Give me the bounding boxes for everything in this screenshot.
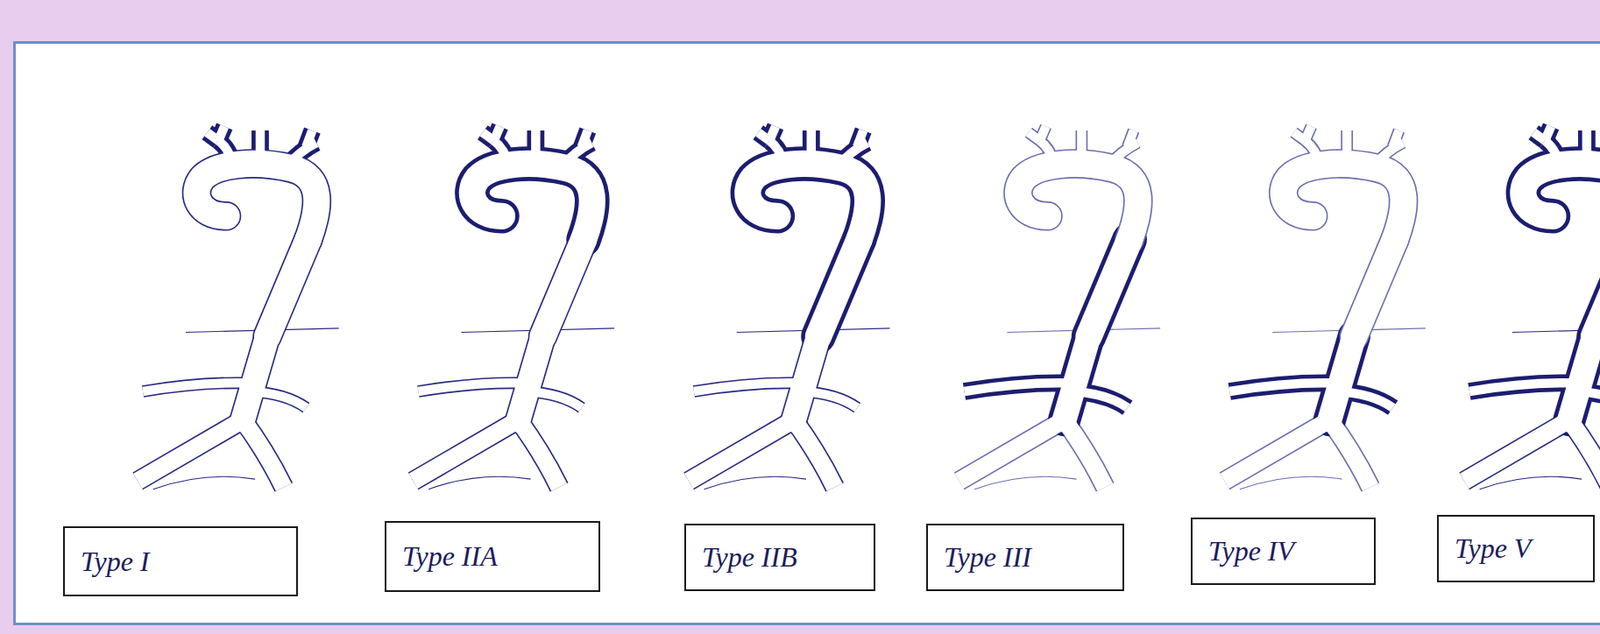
- vessel-wall: [1593, 240, 1600, 338]
- type-label: Type IIB: [701, 541, 798, 574]
- aorta-figure: [137, 126, 339, 489]
- vessel-lumen: [472, 163, 593, 241]
- vessel-lumen: [581, 130, 588, 148]
- aorta-figure: [413, 126, 615, 489]
- vessel-lumen: [417, 382, 531, 392]
- vessel-lumen: [1040, 126, 1047, 141]
- type-label-box: Type III: [926, 523, 1125, 592]
- vessel-lumen: [543, 240, 585, 338]
- vessel-wall: [1353, 240, 1395, 338]
- vessel-wall: [1393, 130, 1400, 148]
- type-label: Type III: [943, 541, 1032, 574]
- vessel-wall: [581, 130, 588, 148]
- aorta-figure: [959, 126, 1161, 489]
- vessel-lumen: [1229, 382, 1342, 392]
- vessel-wall: [472, 163, 593, 241]
- vessel-lumen: [1353, 240, 1395, 338]
- type-label-box: Type I: [63, 526, 298, 597]
- vessel-lumen: [693, 382, 807, 392]
- vessel-wall: [413, 420, 519, 482]
- aorta-figure: [1224, 126, 1425, 489]
- type-label: Type IV: [1208, 535, 1295, 568]
- type-label-box: Type IIB: [684, 523, 876, 592]
- vessel-lumen: [1304, 126, 1311, 141]
- type-label: Type V: [1454, 532, 1531, 566]
- type-label: Type IIA: [402, 540, 498, 574]
- type-label: Type I: [80, 545, 149, 579]
- vessel-lumen: [1464, 420, 1570, 482]
- vessel-wall: [1040, 126, 1047, 141]
- vessel-wall: [197, 163, 318, 241]
- aorta-figure: [688, 126, 890, 489]
- vessel-wall: [1544, 126, 1551, 141]
- vessel-lumen: [1018, 163, 1139, 241]
- pelvic-line: [1239, 476, 1342, 490]
- vessel-lumen: [137, 420, 243, 482]
- vessel-wall: [1283, 163, 1404, 241]
- vessel-wall: [1464, 420, 1570, 482]
- vessel-lumen: [1127, 130, 1134, 148]
- vessel-wall: [688, 420, 794, 482]
- vessel-wall: [856, 130, 864, 148]
- vessel-wall: [543, 240, 585, 338]
- vessel-lumen: [142, 382, 255, 392]
- vessel-wall: [1224, 420, 1330, 482]
- vessel-lumen: [688, 420, 794, 482]
- vessel-wall: [1522, 163, 1600, 241]
- type-label-box: Type IV: [1190, 517, 1376, 586]
- vessel-lumen: [1089, 240, 1131, 338]
- vessel-lumen: [305, 130, 312, 148]
- vessel-wall: [959, 420, 1065, 482]
- vessel-lumen: [1469, 382, 1582, 392]
- vessel-wall: [1304, 126, 1311, 141]
- vessel-lumen: [818, 240, 860, 338]
- vessel-wall: [267, 240, 309, 338]
- pelvic-line: [153, 476, 255, 490]
- vessel-wall: [218, 126, 225, 141]
- vessel-lumen: [267, 240, 309, 338]
- vessel-wall: [137, 420, 243, 482]
- vessel-lumen: [1522, 163, 1600, 241]
- vessel-lumen: [1544, 126, 1551, 141]
- vessel-wall: [1089, 240, 1131, 338]
- vessel-lumen: [197, 163, 318, 241]
- vessel-wall: [1127, 130, 1134, 148]
- vessel-lumen: [747, 163, 868, 241]
- vessel-lumen: [769, 126, 776, 141]
- type-label-box: Type IIA: [384, 521, 601, 593]
- vessel-lumen: [1224, 420, 1330, 482]
- vessel-lumen: [959, 420, 1065, 482]
- vessel-wall: [305, 130, 312, 148]
- vessel-lumen: [856, 130, 864, 148]
- vessel-lumen: [494, 126, 501, 141]
- vessel-lumen: [1283, 163, 1404, 241]
- vessel-lumen: [413, 420, 519, 482]
- pelvic-line: [1479, 476, 1582, 490]
- type-label-box: Type V: [1437, 515, 1595, 583]
- vessel-lumen: [218, 126, 225, 141]
- vessel-wall: [769, 126, 776, 141]
- vessel-wall: [494, 126, 501, 141]
- pelvic-line: [704, 476, 807, 490]
- vessel-lumen: [1593, 240, 1600, 338]
- pelvic-line: [428, 476, 531, 490]
- pelvic-line: [974, 476, 1077, 490]
- aorta-figure: [1464, 126, 1600, 489]
- vessel-lumen: [963, 382, 1077, 392]
- vessel-lumen: [1393, 130, 1400, 148]
- vessel-wall: [747, 163, 868, 241]
- vessel-wall: [818, 240, 860, 338]
- vessel-wall: [1018, 163, 1139, 241]
